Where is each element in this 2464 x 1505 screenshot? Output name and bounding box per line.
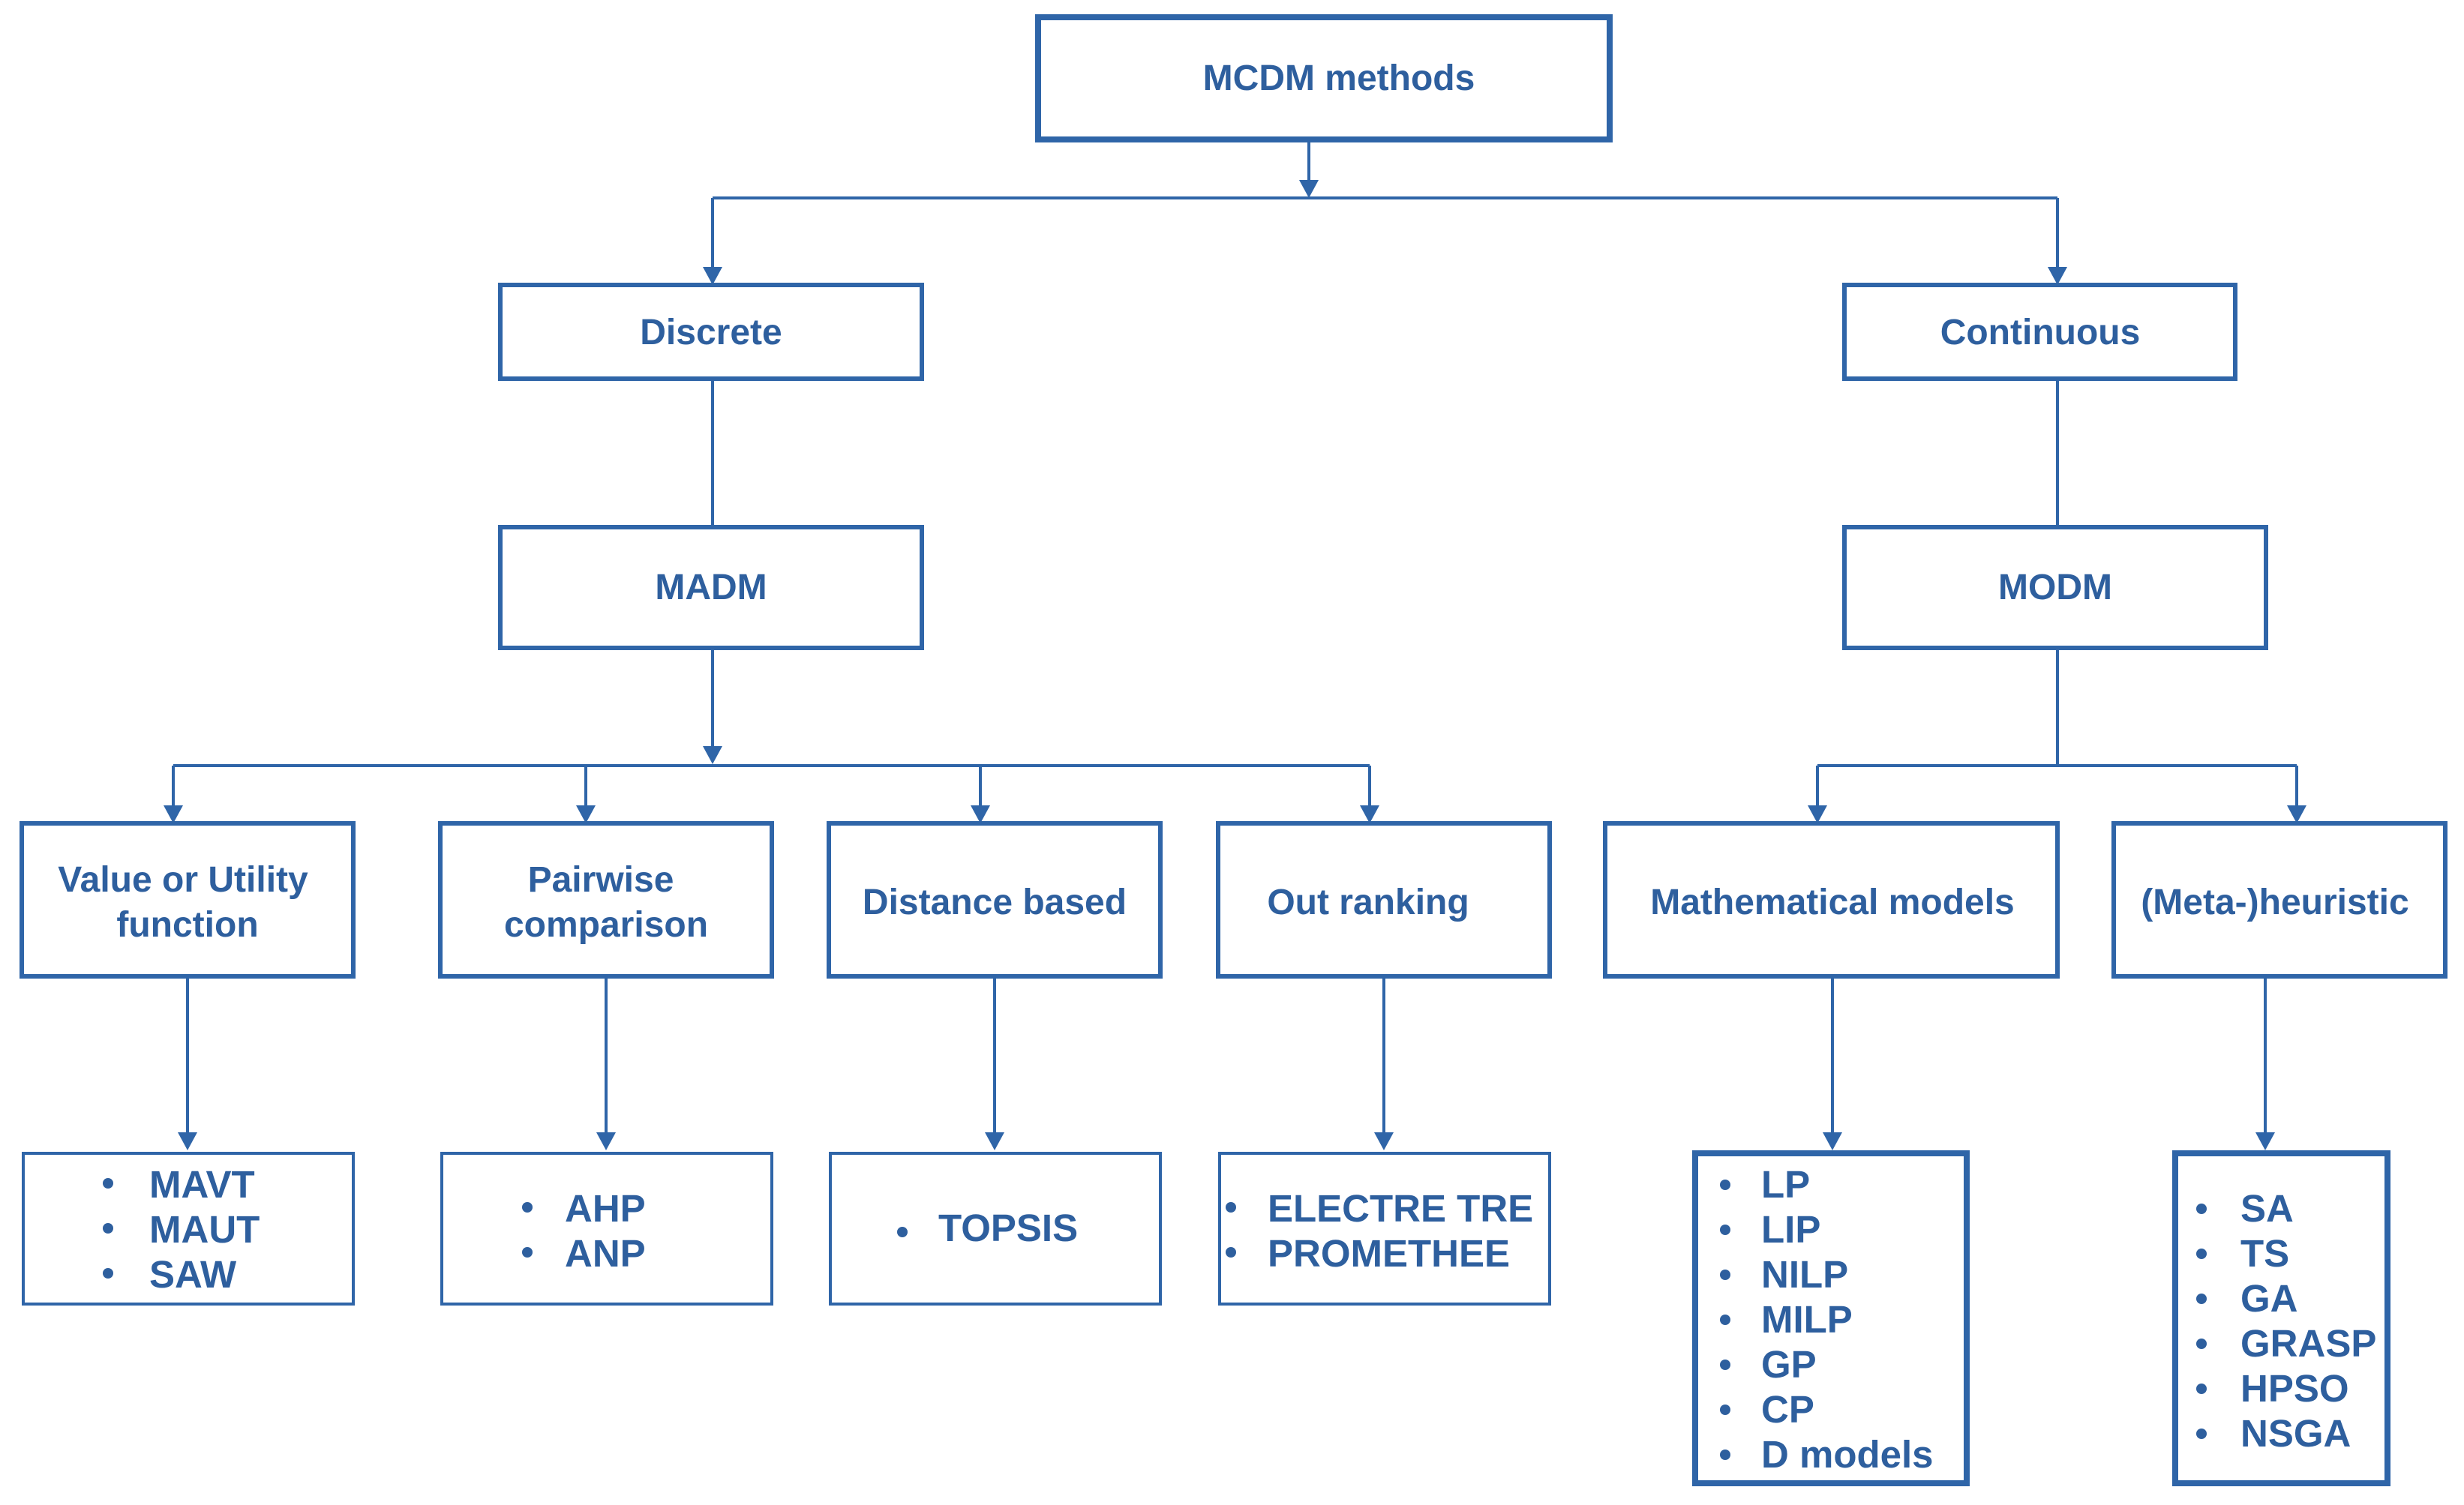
method-item: SA [2240, 1187, 2294, 1230]
arrow-outranking-methods [1374, 1132, 1394, 1150]
methods-pairwise: AHP ANP [440, 1152, 773, 1306]
arrow-pairwise [576, 805, 596, 823]
arrow-value-methods [178, 1132, 197, 1150]
methods-distance: TOPSIS [829, 1152, 1162, 1306]
node-mathematical-models: Mathematical models [1603, 821, 2060, 979]
methods-mathematical: LP LIP NILP MILP GP CP D models [1692, 1150, 1970, 1486]
node-distance-label: Distance based [863, 883, 1127, 922]
arrow-madm [703, 746, 722, 764]
method-item: MILP [1761, 1298, 1853, 1341]
node-madm: MADM [498, 525, 924, 650]
method-item: AHP [565, 1187, 646, 1230]
node-mathematical-label: Mathematical models [1650, 883, 2014, 922]
node-modm-label: MODM [1998, 568, 2112, 607]
method-item: PROMETHEE [1268, 1232, 1510, 1275]
node-discrete-label: Discrete [640, 313, 782, 352]
method-item: MAUT [149, 1208, 260, 1251]
list-bullet [1720, 1270, 1730, 1280]
list-bullet [2196, 1339, 2207, 1349]
list-bullet [522, 1202, 533, 1213]
method-item: TS [2240, 1232, 2289, 1275]
arrow-discrete [703, 267, 722, 285]
node-value-utility-function: Value or Utility function [20, 821, 356, 979]
list-bullet [522, 1247, 533, 1258]
arrow-outranking [1360, 805, 1379, 823]
node-out-ranking: Out ranking [1216, 821, 1552, 979]
method-item: SAW [149, 1253, 237, 1296]
arrow-distance-methods [985, 1132, 1004, 1150]
arrow-continuous [2048, 267, 2067, 285]
list-bullet [1720, 1180, 1730, 1190]
connectors [164, 139, 2306, 1150]
node-mcdm-methods-label: MCDM methods [1203, 58, 1475, 98]
arrow-mathematical-methods [1823, 1132, 1842, 1150]
method-item: MAVT [149, 1163, 255, 1206]
node-discrete: Discrete [498, 283, 924, 381]
arrow-root [1299, 180, 1319, 198]
arrow-distance [971, 805, 990, 823]
node-continuous: Continuous [1842, 283, 2237, 381]
method-item: NILP [1761, 1253, 1848, 1296]
list-bullet [2196, 1204, 2207, 1214]
method-item: HPSO [2240, 1367, 2349, 1410]
methods-metaheuristic: SA TS GA GRASP HPSO NSGA [2172, 1150, 2390, 1486]
list-bullet [2196, 1249, 2207, 1259]
list-bullet [1720, 1405, 1730, 1415]
method-item: GP [1761, 1343, 1817, 1386]
method-item: GRASP [2240, 1322, 2376, 1365]
node-metaheuristic-label: (Meta-)heuristic [2141, 883, 2408, 922]
list-bullet [1226, 1247, 1236, 1258]
node-continuous-label: Continuous [1940, 313, 2141, 352]
list-bullet [897, 1227, 908, 1237]
method-item: LP [1761, 1163, 1810, 1206]
arrow-pairwise-methods [596, 1132, 616, 1150]
method-item: NSGA [2240, 1412, 2351, 1455]
list-bullet [1226, 1202, 1236, 1213]
node-modm: MODM [1842, 525, 2268, 650]
list-bullet [103, 1268, 113, 1279]
list-bullet [2196, 1429, 2207, 1439]
node-pairwise-line1: Pairwise [528, 860, 674, 900]
list-bullet [103, 1178, 113, 1189]
list-bullet [1720, 1315, 1730, 1325]
arrow-value [164, 805, 183, 823]
method-item: TOPSIS [938, 1207, 1078, 1249]
methods-outranking: ELECTRE TRE PROMETHEE [1218, 1152, 1551, 1306]
node-metaheuristic: (Meta-)heuristic [2111, 821, 2447, 979]
method-item: ANP [565, 1232, 646, 1275]
method-item: GA [2240, 1277, 2298, 1320]
method-item: ELECTRE TRE [1268, 1187, 1533, 1230]
node-mcdm-methods: MCDM methods [1035, 14, 1613, 142]
arrow-mathematical [1808, 805, 1827, 823]
list-bullet [2196, 1294, 2207, 1304]
list-bullet [1720, 1225, 1730, 1235]
node-pairwise-line2: comparison [504, 905, 708, 945]
list-bullet [2196, 1384, 2207, 1394]
node-madm-label: MADM [655, 568, 767, 607]
method-item: LIP [1761, 1208, 1820, 1251]
methods-value-utility: MAVT MAUT SAW [22, 1152, 355, 1306]
node-value-utility-line1: Value or Utility [58, 860, 308, 900]
method-item: D models [1761, 1433, 1934, 1476]
list-bullet [1720, 1360, 1730, 1370]
list-bullet [1720, 1450, 1730, 1460]
list-bullet [103, 1223, 113, 1234]
node-outranking-label: Out ranking [1267, 883, 1469, 922]
arrow-metaheuristic-methods [2255, 1132, 2275, 1150]
arrow-metaheuristic [2287, 805, 2306, 823]
node-value-utility-line2: function [116, 905, 258, 945]
node-pairwise-comparison: Pairwise comparison [438, 821, 774, 979]
method-item: CP [1761, 1388, 1814, 1431]
node-distance-based: Distance based [827, 821, 1163, 979]
